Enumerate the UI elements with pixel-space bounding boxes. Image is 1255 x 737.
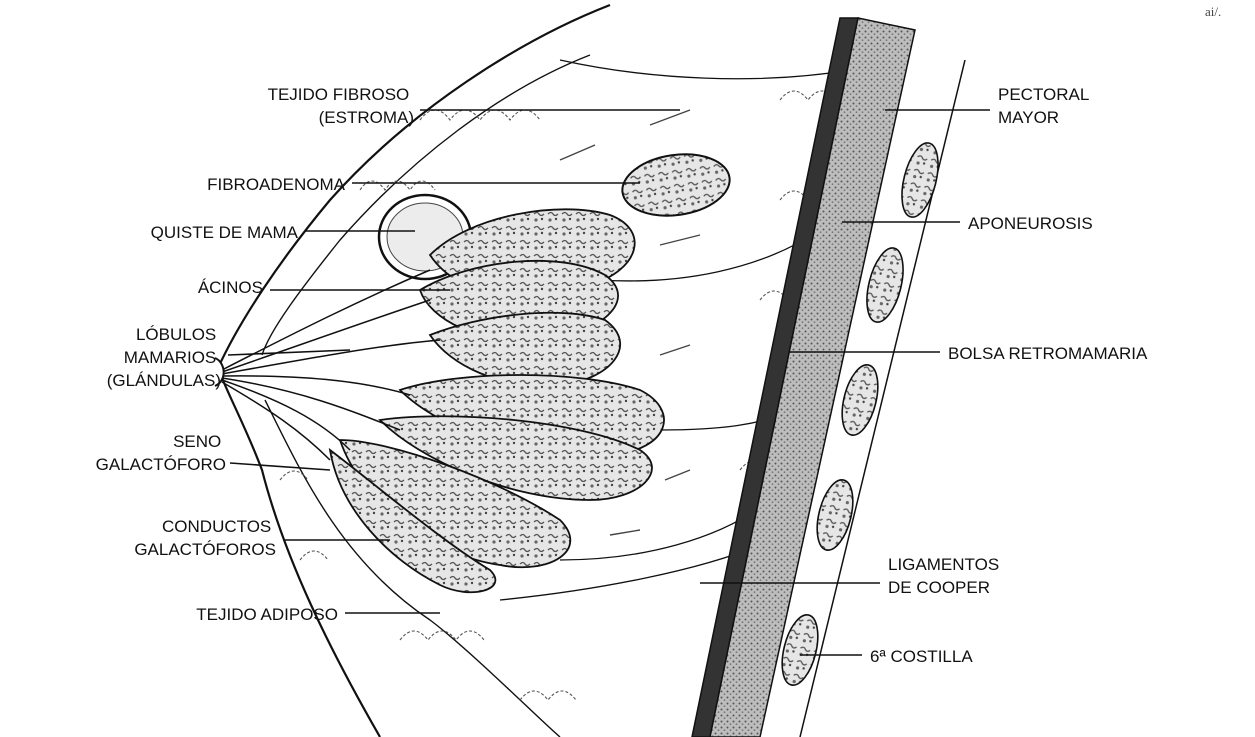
rib-4 xyxy=(811,476,859,554)
label-conductos: CONDUCTOS GALACTÓFOROS xyxy=(134,517,276,559)
label-quiste: QUISTE DE MAMA xyxy=(151,223,299,242)
label-adiposo: TEJIDO ADIPOSO xyxy=(196,605,338,624)
label-bolsa: BOLSA RETROMAMARIA xyxy=(948,344,1148,363)
label-costilla: 6ª COSTILLA xyxy=(870,647,973,666)
rib-2 xyxy=(860,244,909,325)
leader-seno xyxy=(230,463,330,470)
corner-mark: ai/. xyxy=(1205,4,1221,19)
label-fibroadenoma: FIBROADENOMA xyxy=(207,175,346,194)
label-pectoral: PECTORAL MAYOR xyxy=(998,85,1093,127)
label-acinos: ÁCINOS xyxy=(198,278,263,297)
label-aponeurosis: APONEUROSIS xyxy=(968,214,1093,233)
fibroadenoma-mass xyxy=(618,148,733,222)
rib-3 xyxy=(836,361,884,439)
label-tejido-fibroso: TEJIDO FIBROSO (ESTROMA) xyxy=(268,85,414,127)
label-seno: SENO GALACTÓFORO xyxy=(96,432,226,474)
label-lobulos: LÓBULOS MAMARIOS (GLÁNDULAS) xyxy=(107,325,221,390)
label-cooper: LIGAMENTOS DE COOPER xyxy=(888,555,1004,597)
rib-1 xyxy=(895,139,944,220)
